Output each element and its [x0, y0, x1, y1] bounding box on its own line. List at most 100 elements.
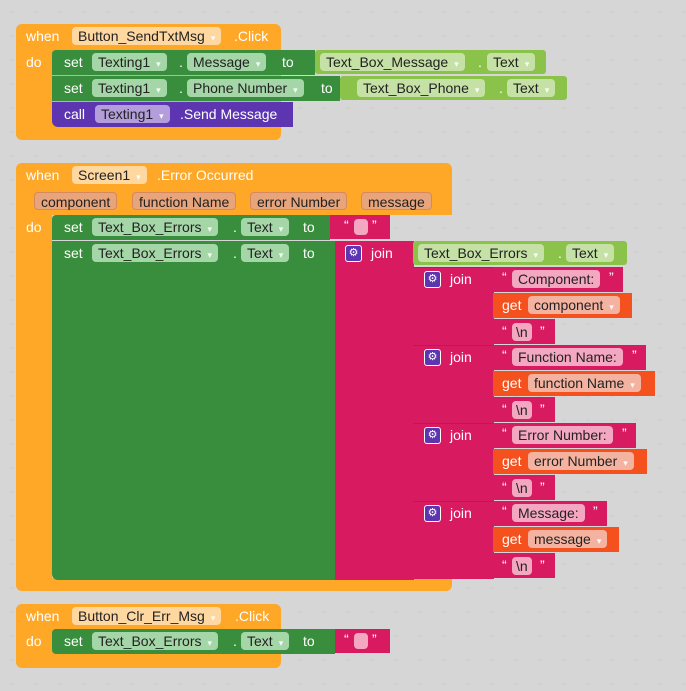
- gear-icon[interactable]: ⚙: [424, 427, 441, 444]
- close-quote: ”: [622, 425, 627, 441]
- dropdown-arrow-icon: ▾: [533, 250, 539, 260]
- variable-dropdown[interactable]: error Number▾: [528, 452, 634, 470]
- dropdown-arrow-icon: ▾: [454, 59, 459, 69]
- property-dropdown[interactable]: Text▾: [241, 218, 290, 236]
- dot-label: .: [179, 80, 183, 96]
- property-dropdown[interactable]: Text▾: [241, 632, 290, 650]
- dropdown-arrow-icon: ▾: [630, 380, 635, 390]
- property-dropdown[interactable]: Text▾: [566, 244, 615, 262]
- do-label: do: [26, 219, 42, 235]
- property-dropdown[interactable]: Phone Number▾: [187, 79, 304, 97]
- dot-label: .: [179, 54, 183, 70]
- variable-dropdown[interactable]: function Name▾: [528, 374, 641, 392]
- join-label: join: [450, 349, 472, 365]
- when-label: when: [26, 28, 60, 44]
- component-dropdown[interactable]: Texting1▾: [92, 79, 167, 97]
- empty-text-field[interactable]: [354, 219, 368, 235]
- set-block[interactable]: [52, 241, 336, 580]
- open-quote: “: [344, 631, 349, 647]
- property-dropdown[interactable]: Text▾: [507, 79, 556, 97]
- close-quote: ”: [540, 557, 545, 573]
- open-quote: “: [502, 503, 507, 519]
- newline-text-field[interactable]: \n: [512, 557, 532, 575]
- event-block-side: [16, 215, 52, 591]
- do-label: do: [26, 54, 42, 70]
- param-message[interactable]: message: [361, 192, 432, 210]
- when-label: when: [26, 167, 60, 183]
- method-label: .Send Message: [180, 106, 278, 122]
- component-dropdown[interactable]: Text_Box_Errors ▾: [92, 632, 219, 650]
- text-field[interactable]: Message:: [512, 504, 585, 522]
- dot-label: .: [233, 245, 237, 261]
- text-field[interactable]: Component:: [512, 270, 601, 288]
- open-quote: “: [502, 425, 507, 441]
- component-dropdown[interactable]: Texting1 ▾: [95, 105, 170, 123]
- dropdown-arrow-icon: ▾: [255, 59, 261, 69]
- dropdown-value: Button_Clr_Err_Msg: [78, 608, 205, 624]
- dropdown-value: Button_SendTxtMsg: [78, 28, 205, 44]
- dropdown-value: Text: [572, 245, 598, 261]
- dropdown-value: Phone Number: [193, 80, 288, 96]
- component-dropdown[interactable]: Text_Box_Message▾: [320, 53, 465, 71]
- component-dropdown[interactable]: Button_SendTxtMsg▾: [72, 27, 222, 45]
- dropdown-value: message: [534, 531, 591, 547]
- dropdown-arrow-icon: ▾: [278, 224, 284, 234]
- get-label: get: [502, 375, 522, 391]
- join-block[interactable]: [335, 241, 414, 580]
- variable-dropdown[interactable]: component ▾: [528, 296, 620, 314]
- to-label: to: [303, 219, 315, 235]
- component-dropdown[interactable]: Text_Box_Errors▾: [418, 244, 545, 262]
- dot-label: .: [499, 80, 503, 96]
- call-block[interactable]: [52, 102, 293, 127]
- close-quote: ”: [609, 269, 614, 285]
- property-dropdown[interactable]: Text▾: [487, 53, 536, 71]
- dropdown-arrow-icon: ▾: [156, 85, 161, 95]
- component-dropdown[interactable]: Text_Box_Phone▾: [357, 79, 486, 97]
- component-dropdown[interactable]: Text_Box_Errors▾: [92, 244, 219, 262]
- open-quote: “: [502, 323, 507, 339]
- dropdown-value: Text_Box_Errors: [98, 219, 202, 235]
- property-dropdown[interactable]: Text▾: [241, 244, 290, 262]
- newline-text-field[interactable]: \n: [512, 323, 532, 341]
- component-dropdown[interactable]: Text_Box_Errors ▾: [92, 218, 219, 236]
- gear-icon[interactable]: ⚙: [424, 349, 441, 366]
- dropdown-value: Message: [193, 54, 250, 70]
- open-quote: “: [502, 347, 507, 363]
- dropdown-arrow-icon: ▾: [596, 536, 602, 546]
- close-quote: ”: [540, 401, 545, 417]
- param-component[interactable]: component: [34, 192, 118, 210]
- variable-dropdown[interactable]: message ▾: [528, 530, 608, 548]
- component-dropdown[interactable]: Screen1▾: [72, 166, 147, 184]
- text-field[interactable]: Error Number:: [512, 426, 613, 444]
- component-dropdown[interactable]: Button_Clr_Err_Msg▾: [72, 607, 222, 625]
- dropdown-arrow-icon: ▾: [207, 250, 213, 260]
- dropdown-arrow-icon: ▾: [609, 302, 614, 312]
- dropdown-arrow-icon: ▾: [207, 638, 213, 648]
- param-error-number[interactable]: error Number: [250, 192, 348, 210]
- dot-label: .: [233, 633, 237, 649]
- event-block-bottom: [16, 578, 452, 591]
- dropdown-value: Text_Box_Errors: [98, 633, 202, 649]
- get-label: get: [502, 453, 522, 469]
- dropdown-value: component: [534, 297, 604, 313]
- property-dropdown[interactable]: Message ▾: [187, 53, 267, 71]
- close-quote: ”: [540, 323, 545, 339]
- param-function-name[interactable]: function Name: [132, 192, 237, 210]
- newline-text-field[interactable]: \n: [512, 479, 532, 497]
- dropdown-value: Text_Box_Phone: [363, 80, 469, 96]
- gear-icon[interactable]: ⚙: [424, 271, 441, 288]
- component-dropdown[interactable]: Texting1▾: [92, 53, 167, 71]
- open-quote: “: [502, 401, 507, 417]
- gear-icon[interactable]: ⚙: [345, 245, 362, 262]
- dropdown-arrow-icon: ▾: [207, 224, 213, 234]
- dropdown-value: Screen1: [78, 167, 131, 183]
- dropdown-value: Texting1: [98, 54, 151, 70]
- dropdown-value: Texting1: [101, 106, 154, 122]
- dropdown-arrow-icon: ▾: [278, 250, 284, 260]
- newline-text-field[interactable]: \n: [512, 401, 532, 419]
- dropdown-arrow-icon: ▾: [159, 111, 164, 121]
- empty-text-field[interactable]: [354, 633, 368, 649]
- text-field[interactable]: Function Name:: [512, 348, 623, 366]
- gear-icon[interactable]: ⚙: [424, 505, 441, 522]
- to-label: to: [303, 245, 315, 261]
